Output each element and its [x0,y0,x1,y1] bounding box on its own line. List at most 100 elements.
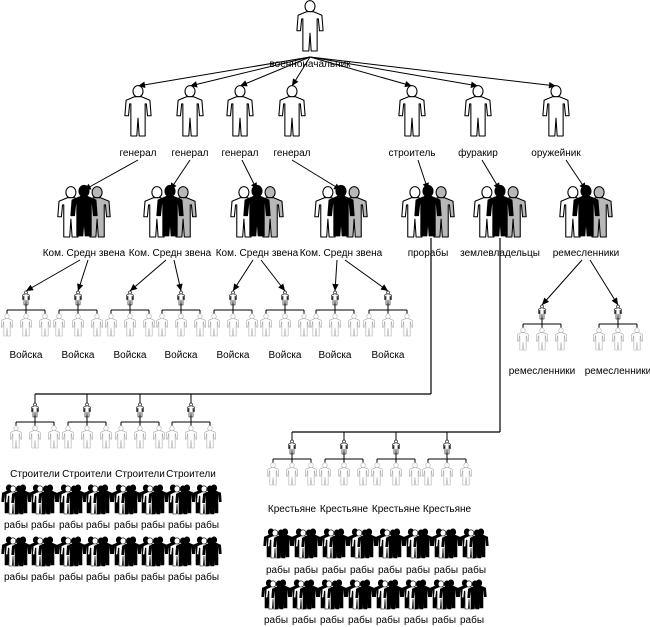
connector-lines [6,56,638,463]
connector-line [541,259,583,306]
soldier-figure [389,462,403,486]
slave-figure-group [291,528,321,559]
soldier-figure [123,313,137,337]
arrow-head [548,82,556,89]
soldier-figure [440,462,454,486]
slave-figure [411,580,427,610]
slave-figure [327,580,343,610]
soldier-figure [142,313,156,337]
soldier-figure [165,425,179,449]
node-label: рабы [141,519,165,531]
node-label: рабы [114,571,138,583]
slave-figure [329,529,345,559]
slave-figure [175,537,191,567]
node-label: рабы [348,614,372,626]
arrow-head [26,284,34,291]
soldier-figure [381,313,395,337]
slave-figure-group [347,528,377,559]
node-label: военноначальник [269,59,351,70]
node-label: рабы [404,614,428,626]
arrow-head [542,297,550,305]
commander-figure [296,0,324,52]
node-label: рабы [264,614,288,626]
second-level-figure [464,85,492,137]
node-label: Войска [165,350,198,361]
node-label: рабы [378,564,402,576]
node-label: рабы [320,614,344,626]
soldier-figure [347,313,361,337]
node-label: Ком. Средн звена [129,248,212,259]
node-label: рабы [434,564,458,576]
unit-leader-figure [288,439,296,455]
slave-figure-group [56,484,86,515]
soldier-figure [99,425,113,449]
node-label: Войска [62,350,95,361]
third-level-group [314,184,368,238]
soldier-figure [152,425,166,449]
soldier-figure [133,425,147,449]
soldier-figure [207,313,221,337]
slave-figure [467,580,483,610]
figures [0,0,644,610]
soldier-figure [516,327,530,351]
node-label: рабы [168,571,192,583]
slave-figure-group [111,484,141,515]
node-label: генерал [171,148,208,159]
unit-leader-figure [74,290,82,306]
slave-figure [273,529,289,559]
node-label: рабы [376,614,400,626]
slave-figure-group [192,484,222,515]
soldier-figure [80,425,94,449]
slave-figure-group [28,536,58,567]
third-level-group [559,184,613,238]
soldier-figure [362,313,376,337]
black-figure [243,184,271,237]
connector-line [309,56,479,87]
node-label: рабы [141,571,165,583]
node-label: Ком. Средн звена [300,248,383,259]
slave-figure [413,529,429,559]
slave-figure [175,485,191,515]
unit-leader-figure [392,439,400,455]
slave-figure [66,485,82,515]
slave-figure [271,580,287,610]
slave-figure [93,485,109,515]
slave-figure-group [261,579,291,610]
slave-figure-group [289,579,319,610]
slave-figure-group [401,579,431,610]
soldier-figure [155,313,169,337]
node-label: землевладельцы [460,248,540,259]
slave-figure-group [431,528,461,559]
slave-figure-group [111,536,141,567]
node-label: Крестьяне [372,504,421,515]
soldier-figure [19,313,33,337]
slave-figure [38,485,54,515]
node-label: Строители [10,469,60,480]
node-label: фуракир [458,147,498,159]
soldier-figure [245,313,259,337]
connector-line [129,259,167,292]
soldier-figure [304,462,318,486]
soldier-figure [90,313,104,337]
node-label: Войска [10,350,43,361]
node-label: Ком. Средн звена [216,248,299,259]
soldier-figure [318,462,332,486]
slave-figure [121,537,137,567]
slave-figure [383,580,399,610]
soldier-figure [38,313,52,337]
soldier-figure [184,425,198,449]
slave-figure [385,529,401,559]
arrow-head [380,284,388,291]
soldier-figure [104,313,118,337]
slave-figure-group [429,579,459,610]
soldier-figure [9,425,23,449]
node-label: рабы [4,571,28,583]
slave-figure-group [403,528,433,559]
unit-leader-figure [281,290,289,306]
soldier-figure [28,425,42,449]
node-label: генерал [273,148,310,159]
unit-leader-figure [229,290,237,306]
slave-figure-group [28,484,58,515]
node-label: рабы [322,564,346,576]
soldier-figure [259,313,273,337]
